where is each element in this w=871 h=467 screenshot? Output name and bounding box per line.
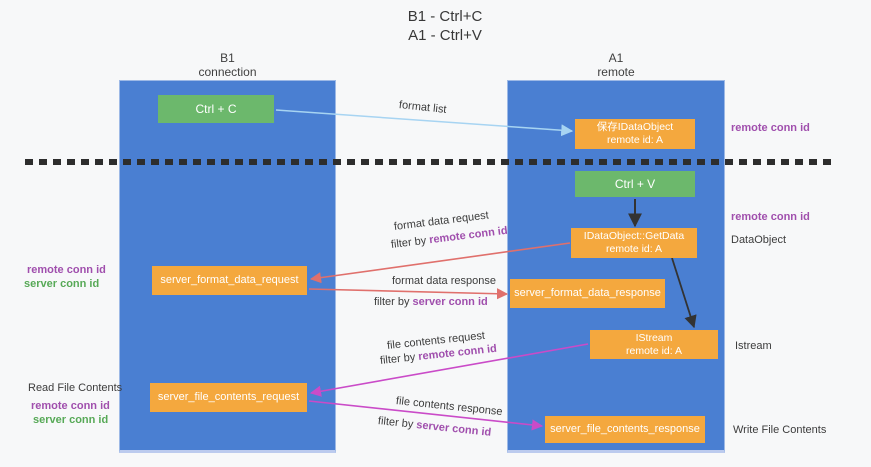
node-save-dataobject-line2: remote id: A xyxy=(606,134,664,146)
node-server-file-contents-request-label: server_file_contents_request xyxy=(157,391,300,403)
node-server-format-data-request: server_format_data_request xyxy=(152,266,307,295)
node-save-dataobject: 保存IDataObject remote id: A xyxy=(575,119,695,149)
edge-label-format-list: format list xyxy=(398,99,448,116)
node-istream: IStream remote id: A xyxy=(590,330,718,359)
edge-label-format-data-response: format data response xyxy=(392,275,496,287)
arrow-format-data-response xyxy=(308,288,509,300)
annotation-remote-conn-id-right-mid: remote conn id xyxy=(731,211,810,223)
node-ctrl-c-label: Ctrl + C xyxy=(195,101,237,116)
node-ctrl-v-label: Ctrl + V xyxy=(614,176,656,191)
lane-a1-name: A1 xyxy=(608,51,624,65)
annotation-remote-conn-id-left-2: remote conn id xyxy=(31,400,110,412)
lane-a1-role: remote xyxy=(597,65,635,79)
filter-by-text: filter by xyxy=(374,296,410,308)
diagram-title: B1 - Ctrl+C A1 - Ctrl+V xyxy=(350,7,540,45)
annotation-write-file-contents: Write File Contents xyxy=(733,424,827,436)
node-server-file-contents-request: server_file_contents_request xyxy=(150,383,307,412)
filter-by-text: filter by xyxy=(390,234,427,251)
server-conn-id-text: server conn id xyxy=(412,296,488,308)
node-server-file-contents-response: server_file_contents_response xyxy=(545,416,705,443)
node-ctrl-v: Ctrl + V xyxy=(575,171,695,197)
node-getdata-line2: remote id: A xyxy=(605,243,663,255)
annotation-server-conn-id-left-2: server conn id xyxy=(33,414,109,426)
annotation-server-conn-id-left-1: server conn id xyxy=(24,278,100,290)
edge-label-filter-by-server-2: filter by server conn id xyxy=(377,415,491,439)
node-ctrl-c: Ctrl + C xyxy=(158,95,274,123)
annotation-read-file-contents: Read File Contents xyxy=(28,382,123,394)
lane-b1-role: connection xyxy=(198,65,257,79)
server-conn-id-text: server conn id xyxy=(415,419,492,439)
lane-b1-name: B1 xyxy=(220,51,235,65)
node-istream-line1: IStream xyxy=(635,331,673,344)
title-line-2: A1 - Ctrl+V xyxy=(408,27,482,44)
filter-by-text: filter by xyxy=(377,415,414,431)
lane-header-a1: A1 remote xyxy=(507,51,725,79)
node-server-format-data-response-label: server_format_data_response xyxy=(514,287,661,299)
lane-header-b1: B1 connection xyxy=(119,51,336,79)
remote-conn-id-text: remote conn id xyxy=(428,224,509,247)
node-save-dataobject-line1: 保存IDataObject xyxy=(596,121,674,133)
filter-by-text: filter by xyxy=(379,351,416,367)
node-server-format-data-response: server_format_data_response xyxy=(510,279,665,308)
title-line-1: B1 - Ctrl+C xyxy=(407,8,483,25)
node-getdata-line1: IDataObject::GetData xyxy=(583,230,685,242)
annotation-dataobject: DataObject xyxy=(731,234,787,246)
annotation-remote-conn-id-left-1: remote conn id xyxy=(27,264,106,276)
node-istream-line2: remote id: A xyxy=(625,344,683,357)
edge-label-file-contents-response: file contents response xyxy=(395,395,504,419)
annotation-istream: Istream xyxy=(735,340,772,352)
annotation-remote-conn-id-right-top: remote conn id xyxy=(731,122,810,134)
edge-label-filter-by-server-1: filter by server conn id xyxy=(374,296,488,308)
node-server-file-contents-response-label: server_file_contents_response xyxy=(550,423,700,435)
node-server-format-data-request-label: server_format_data_request xyxy=(160,274,299,286)
node-getdata: IDataObject::GetData remote id: A xyxy=(571,228,697,258)
